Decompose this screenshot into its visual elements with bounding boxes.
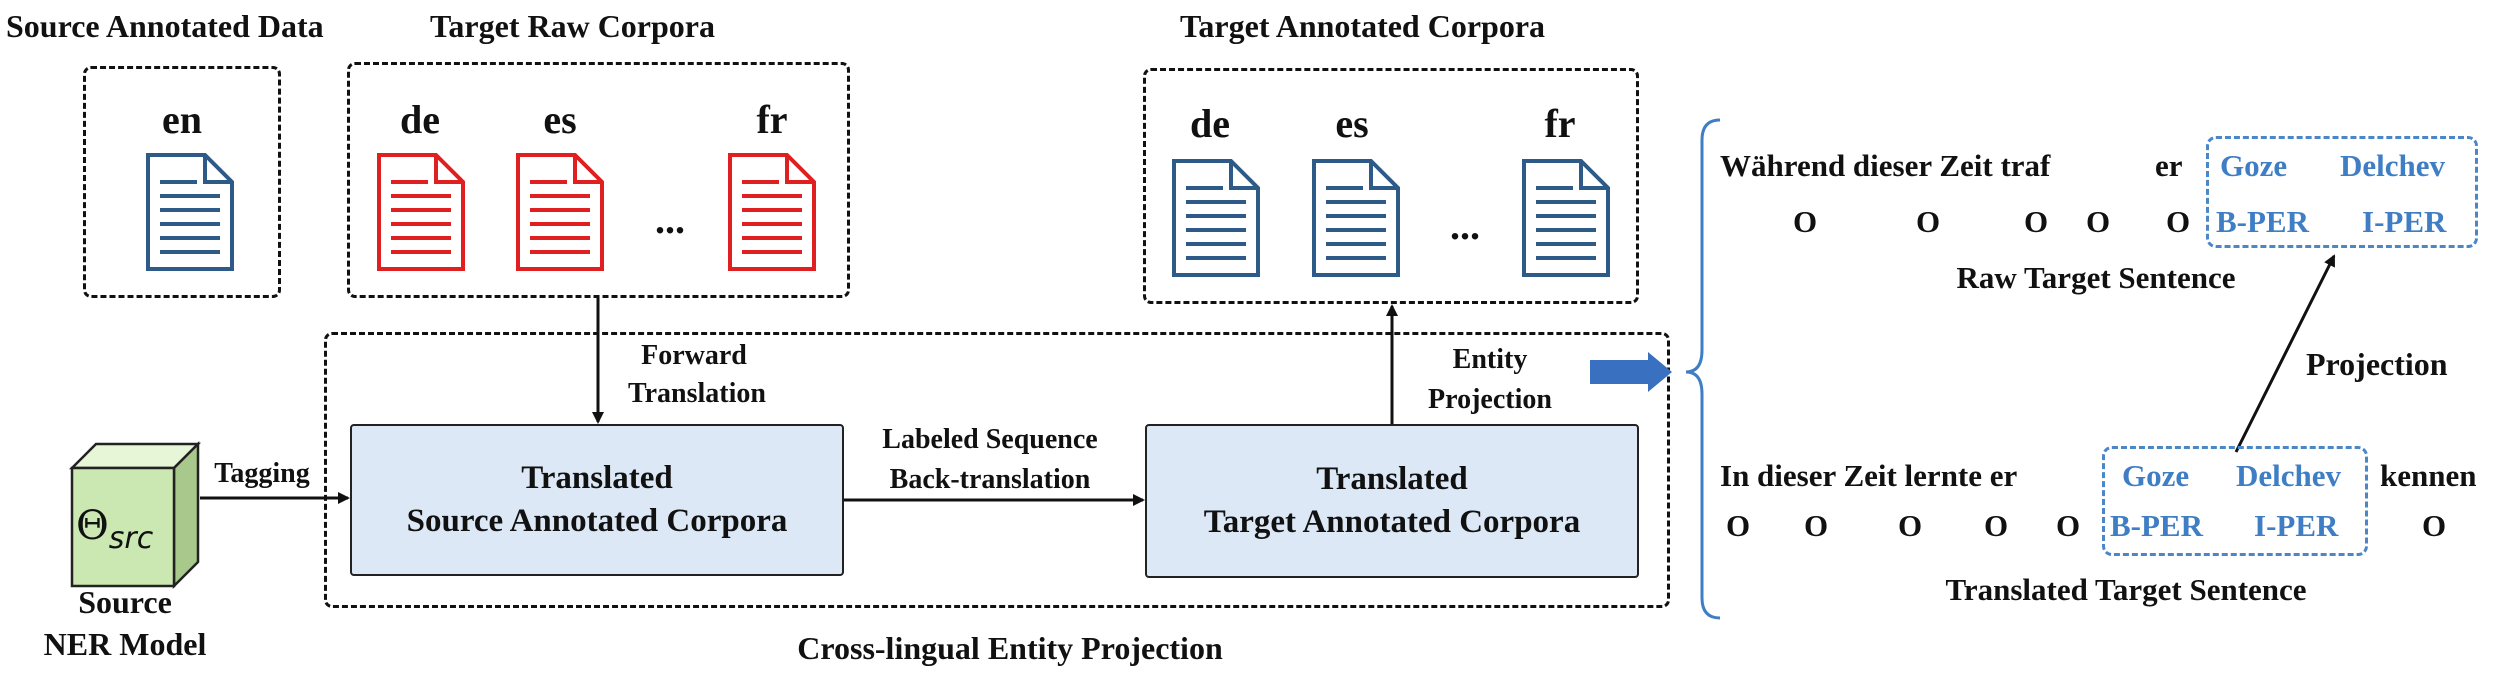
translated-target-box: Translated Target Annotated Corpora (1145, 424, 1639, 578)
raw-tag: O (2085, 204, 2111, 239)
lang-label-de-raw: de (400, 97, 440, 142)
labeled-label-line1: Labeled Sequence (882, 424, 1098, 455)
translated-source-line2: Source Annotated Corpora (406, 503, 788, 539)
translated-tag: O (1725, 508, 1751, 543)
forward-label-line1: Forward (641, 340, 747, 371)
translated-sentence-word-kennen: kennen (2380, 458, 2477, 493)
document-icon (1522, 159, 1610, 277)
projection-label: Projection (2306, 346, 2448, 382)
lang-label-es-raw: es (543, 97, 577, 142)
translated-source-line1: Translated (521, 460, 673, 497)
raw-tag: O (2023, 204, 2049, 239)
raw-tag: O (2165, 204, 2191, 239)
lang-label-es-annotated: es (1335, 101, 1369, 146)
target-raw-header: Target Raw Corpora (430, 8, 715, 44)
ellipsis-annotated: ... (1450, 203, 1480, 248)
translated-tag: O (1803, 508, 1829, 543)
projection-frame (324, 332, 1670, 608)
target-annotated-header: Target Annotated Corpora (1180, 8, 1546, 44)
model-cube-icon (68, 440, 202, 590)
translated-entity-word-goze: Goze (2122, 458, 2190, 493)
translated-entity-span (2102, 446, 2368, 556)
raw-sentence-word-er: er (2155, 148, 2183, 183)
raw-entity-tag-i-per: I-PER (2362, 204, 2447, 239)
lang-label-fr-annotated: fr (1544, 101, 1576, 146)
target-raw-box (347, 62, 850, 298)
raw-tag: O (1915, 204, 1941, 239)
translated-entity-tag-i-per: I-PER (2254, 508, 2339, 543)
translated-target-line2: Target Annotated Corpora (1203, 504, 1581, 540)
translated-tag: O (1983, 508, 2009, 543)
translated-source-box: Translated Source Annotated Corpora (350, 424, 844, 576)
translated-tag-after: O (2421, 508, 2447, 543)
raw-sentence-text: Während dieser Zeit traf (1720, 148, 2051, 183)
raw-entity-tag-b-per: B-PER (2216, 204, 2309, 239)
translated-entity-tag-b-per: B-PER (2110, 508, 2203, 543)
document-icon (516, 153, 604, 271)
raw-entity-word-goze: Goze (2220, 148, 2288, 183)
model-theta: Θ (76, 503, 109, 549)
projection-frame-label: Cross-lingual Entity Projection (797, 630, 1223, 666)
entity-label-line1: Entity (1452, 344, 1528, 375)
entity-label-line2: Projection (1428, 384, 1552, 415)
target-annotated-box (1143, 68, 1639, 304)
translated-tag: O (2055, 508, 2081, 543)
raw-entity-span (2206, 136, 2478, 248)
labeled-label-line2: Back-translation (889, 464, 1091, 495)
model-label-line1: Source (78, 584, 172, 620)
document-icon (1172, 159, 1260, 277)
model-theta-subscript: src (108, 521, 154, 556)
ellipsis-raw: ... (655, 197, 685, 242)
document-icon (728, 153, 816, 271)
source-data-box (83, 66, 281, 298)
forward-label-line2: Translation (628, 378, 766, 409)
raw-tag: O (1792, 204, 1818, 239)
source-data-header: Source Annotated Data (6, 8, 324, 44)
tagging-label: Tagging (214, 458, 310, 489)
model-theta-symbol: Θsrc (76, 506, 153, 554)
document-icon (146, 153, 234, 271)
lang-label-en: en (162, 97, 202, 142)
translated-target-line1: Translated (1316, 461, 1468, 498)
model-label-line2: NER Model (43, 626, 207, 662)
document-icon (1312, 159, 1400, 277)
lang-label-de-annotated: de (1190, 101, 1230, 146)
raw-entity-word-delchev: Delchev (2340, 148, 2446, 183)
lang-label-fr-raw: fr (756, 97, 788, 142)
translated-sentence-text: In dieser Zeit lernte er (1720, 458, 2018, 493)
translated-entity-word-delchev: Delchev (2236, 458, 2342, 493)
translated-tag: O (1897, 508, 1923, 543)
raw-sentence-caption: Raw Target Sentence (1956, 260, 2236, 295)
document-icon (377, 153, 465, 271)
translated-sentence-caption: Translated Target Sentence (1945, 572, 2307, 607)
